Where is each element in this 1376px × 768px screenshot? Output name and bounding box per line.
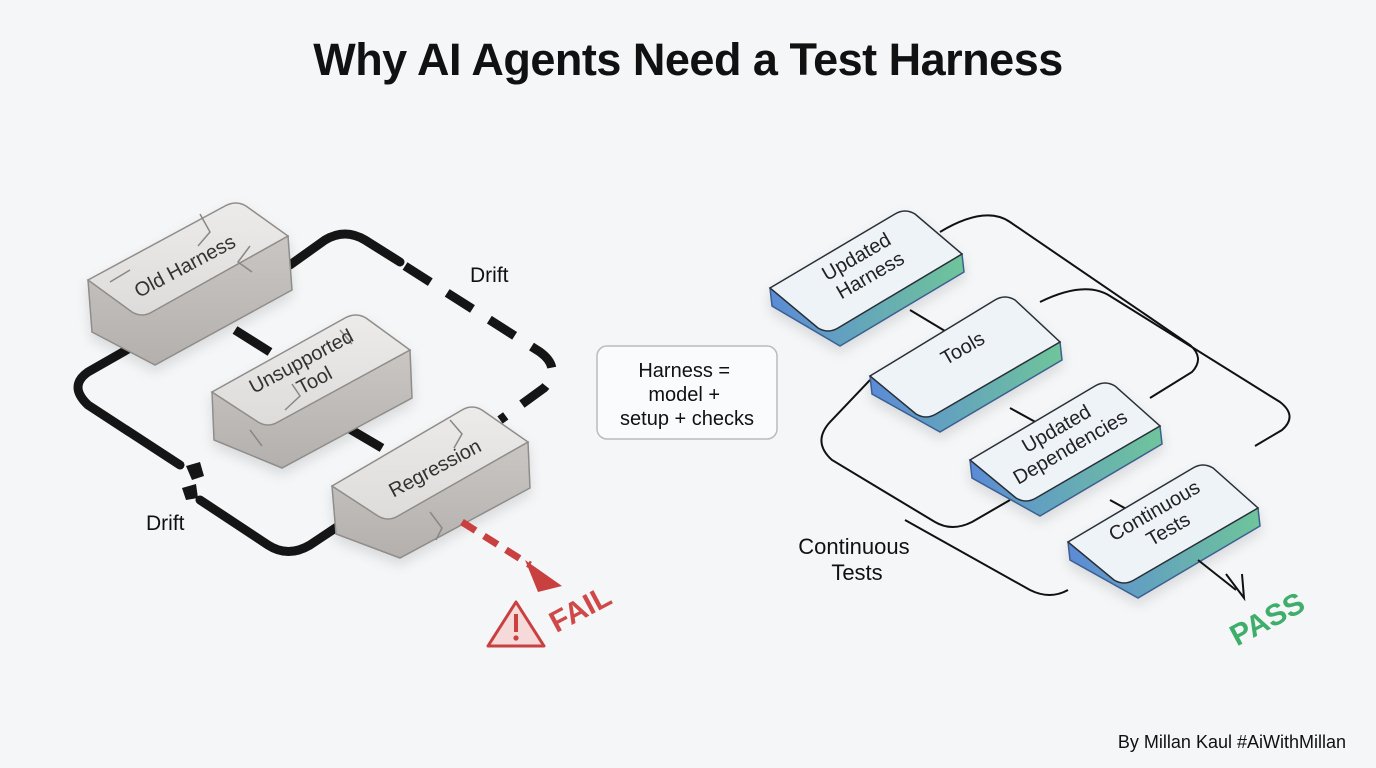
- warning-icon: [486, 600, 546, 648]
- author-credit: By Millan Kaul #AiWithMillan: [1117, 732, 1346, 752]
- pass-label: PASS: [1225, 586, 1311, 652]
- continuous-tests-caption: Continuous Tests: [798, 534, 915, 585]
- updated-dependencies-block: Updated Dependencies: [968, 382, 1163, 517]
- page-title: Why AI Agents Need a Test Harness: [313, 34, 1063, 85]
- regression-block: Regression: [330, 406, 531, 559]
- drift-label-top: Drift: [470, 264, 509, 287]
- drift-label-left: Drift: [146, 512, 185, 535]
- continuous-tests-block: Continuous Tests: [1066, 464, 1261, 599]
- definition-box: Harness = model + setup + checks: [596, 345, 778, 440]
- updated-harness-block: Updated Harness: [768, 210, 965, 347]
- old-harness-block: Old Harness: [86, 202, 293, 366]
- tools-block: Tools: [868, 296, 1063, 433]
- left-broken-loop: [73, 229, 557, 556]
- definition-text: Harness = model + setup + checks: [620, 360, 754, 430]
- pass-arrow: [1197, 559, 1246, 602]
- fail-label: FAIL: [544, 580, 617, 640]
- fail-arrow: [460, 519, 562, 592]
